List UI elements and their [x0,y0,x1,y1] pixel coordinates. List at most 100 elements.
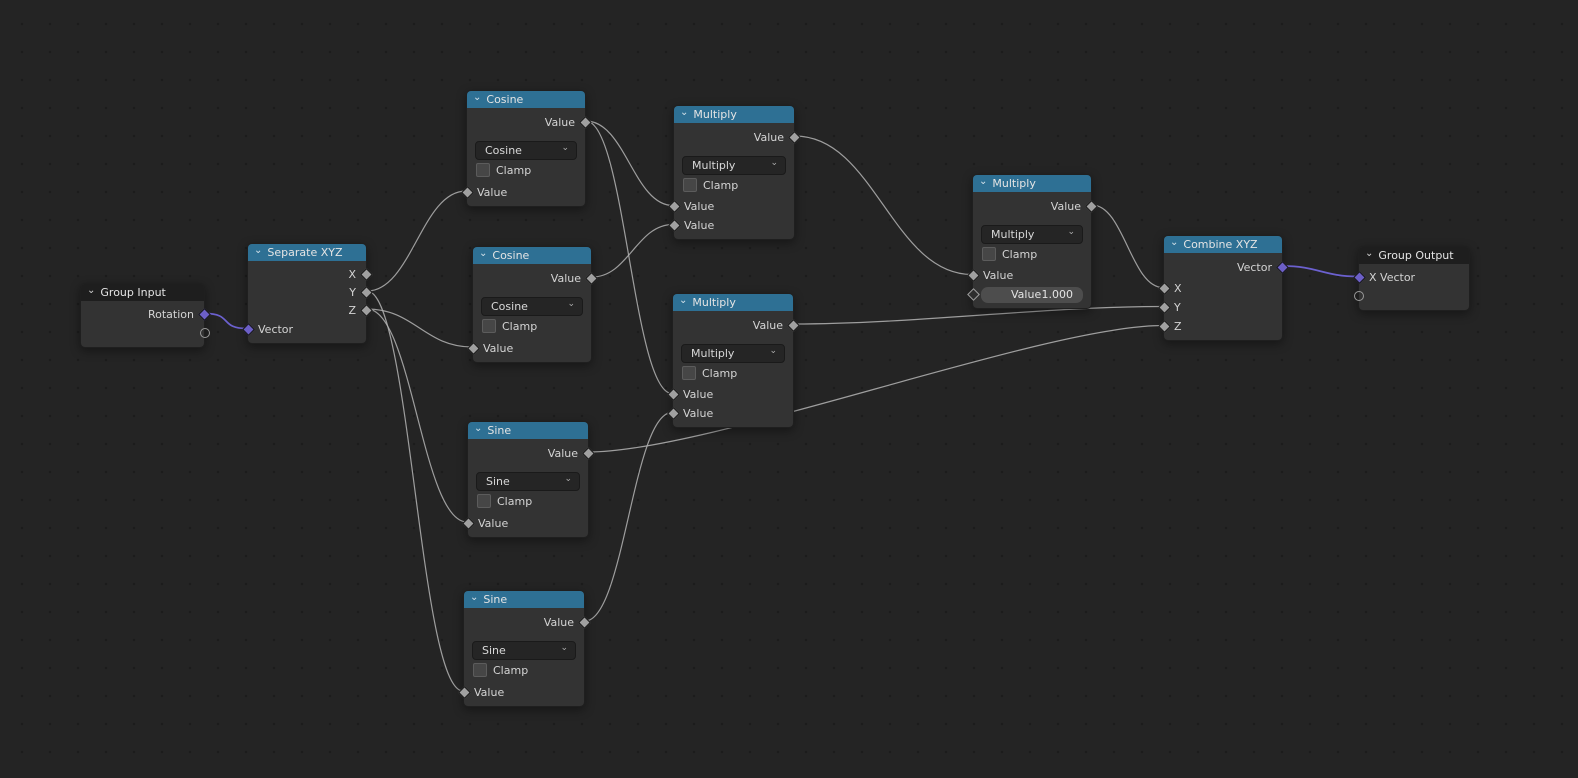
node-title: Cosine [486,93,524,106]
socket-label: Value [683,407,714,420]
checkbox-label: Clamp [496,163,532,177]
node-body: Rotation [81,301,204,347]
collapse-chevron-icon[interactable]: ⌄ [1170,236,1179,248]
socket-virtual-out[interactable] [199,328,210,338]
clamp-checkbox[interactable] [682,366,696,380]
node-header[interactable]: ⌄Group Output [1359,247,1469,264]
output-row: Value [468,443,588,463]
operation-select[interactable]: Cosine⌄ [475,140,577,160]
input-row: Value [674,216,794,235]
operation-select[interactable]: Multiply⌄ [681,343,785,363]
node-body: X Vector [1359,264,1469,310]
collapse-chevron-icon[interactable]: ⌄ [87,284,96,296]
clamp-checkbox[interactable] [482,319,496,333]
operation-value: Cosine [485,143,522,157]
output-row: Value [467,112,585,132]
clamp-checkbox[interactable] [982,247,996,261]
collapse-chevron-icon[interactable]: ⌄ [1365,247,1374,259]
node-wire-cosine-1-to-multiply-1 [585,120,674,207]
virtual-row [81,324,204,343]
output-row: Value [673,315,793,335]
node-wire-cosine-1-to-multiply-2 [585,120,673,395]
collapse-chevron-icon[interactable]: ⌄ [254,244,263,256]
checkbox-label: Clamp [702,366,738,380]
chevron-down-icon: ⌄ [770,158,778,168]
checkbox-label: Clamp [502,319,538,333]
node-header[interactable]: ⌄Group Input [81,284,204,301]
clamp-checkbox[interactable] [477,494,491,508]
socket-label: Value [983,269,1014,282]
socket-label: Value [550,271,581,285]
operation-row: Cosine⌄ [473,296,591,316]
collapse-chevron-icon[interactable]: ⌄ [474,422,483,434]
socket-label: Value [477,185,508,199]
node-header[interactable]: ⌄Cosine [473,247,591,264]
collapse-chevron-icon[interactable]: ⌄ [479,247,488,259]
node-wire-combine-xyz-to-group-output [1282,265,1359,278]
collapse-chevron-icon[interactable]: ⌄ [680,106,689,118]
clamp-checkbox[interactable] [683,178,697,192]
input-row: Y [1164,298,1282,317]
operation-select[interactable]: Sine⌄ [472,640,576,660]
clamp-row: Clamp [973,244,1091,264]
chevron-down-icon: ⌄ [567,299,575,309]
operation-select[interactable]: Multiply⌄ [981,224,1083,244]
operation-select[interactable]: Sine⌄ [476,471,580,491]
operation-select[interactable]: Cosine⌄ [481,296,583,316]
collapse-chevron-icon[interactable]: ⌄ [979,175,988,187]
clamp-row: Clamp [673,363,793,383]
operation-select[interactable]: Multiply ⌄ [682,155,786,175]
output-row: Vector [1164,257,1282,277]
node-header[interactable]: ⌄Separate XYZ [248,244,366,261]
node-header[interactable]: ⌄Multiply [674,106,794,123]
socket-label: Value [543,615,574,629]
output-row: Z [248,301,366,319]
operation-value: Sine [482,643,506,657]
node-header[interactable]: ⌄Sine [468,422,588,439]
input-row: Value [464,682,584,702]
node-wire-separate-xyz-to-sine-1 [366,308,468,523]
node-header[interactable]: ⌄ Multiply [673,294,793,311]
clamp-row: Clamp [674,175,794,195]
clamp-checkbox[interactable] [473,663,487,677]
node-header[interactable]: ⌄Combine XYZ [1164,236,1282,253]
clamp-checkbox[interactable] [476,163,490,177]
node-header[interactable]: ⌄Multiply [973,175,1091,192]
node-header[interactable]: ⌄Sine [464,591,584,608]
collapse-chevron-icon[interactable]: ⌄ [679,294,688,306]
socket-label: Value [753,130,784,144]
output-row: Y [248,283,366,301]
clamp-row: Clamp [467,160,585,180]
node-header[interactable]: ⌄ Cosine [467,91,585,108]
collapse-chevron-icon[interactable]: ⌄ [470,591,479,603]
node-title: Multiply [692,296,736,309]
output-row: Rotation [81,305,204,324]
socket-label: Value [474,685,505,699]
socket-virtual-in[interactable] [1353,291,1364,301]
collapse-chevron-icon[interactable]: ⌄ [473,91,482,103]
input-row: Value [468,513,588,533]
operation-value: Multiply [691,346,735,360]
operation-value: Multiply [692,158,736,172]
input-row: X [1164,279,1282,298]
node-wire-separate-xyz-to-sine-2 [366,290,464,692]
operation-row: Sine⌄ [464,640,584,660]
